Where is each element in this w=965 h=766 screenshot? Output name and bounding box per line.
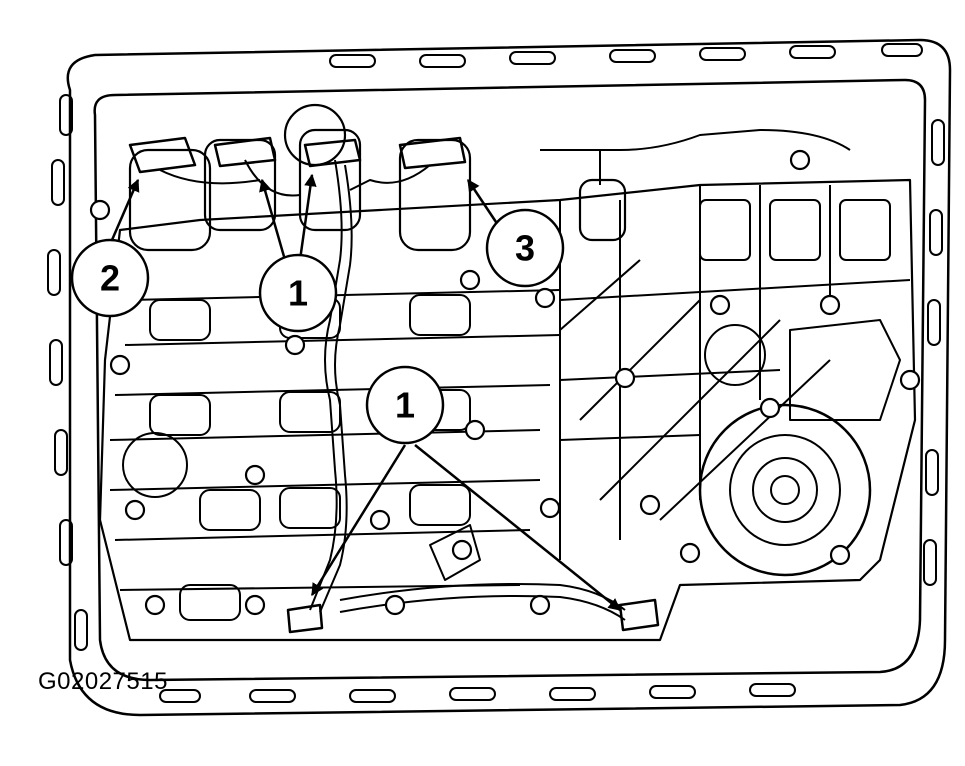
bolt [679, 542, 701, 564]
figure-code: G02027515 [38, 668, 168, 695]
accumulator-cover [698, 403, 872, 577]
bolt [534, 287, 556, 309]
callout-3-label: 3 [515, 228, 535, 269]
callout-1-bottom-label: 1 [395, 385, 415, 426]
callout-leaders [110, 173, 621, 611]
bolt [819, 294, 841, 316]
bolt [89, 199, 111, 221]
bolt [109, 354, 131, 376]
bolt [459, 269, 481, 291]
bolt [124, 499, 146, 521]
leader-1-bottom-a [310, 444, 407, 597]
bolt [244, 594, 266, 616]
bolt [284, 334, 306, 356]
valve-body-lattice [559, 185, 911, 560]
callout-1-bottom: 1 [365, 365, 445, 445]
leader-1-top-b [298, 173, 317, 261]
valve-channels [109, 289, 561, 591]
callout-2-label: 2 [100, 258, 120, 299]
bolt [709, 294, 731, 316]
callout-2: 2 [70, 238, 150, 318]
bolt [899, 369, 921, 391]
valve-body-bolts [89, 149, 921, 616]
flange-slots [47, 43, 945, 703]
servo-piston [789, 319, 901, 421]
bolt [244, 464, 266, 486]
bolt [789, 149, 811, 171]
left-accumulator [122, 432, 188, 498]
harness-bracket [429, 524, 481, 581]
callout-1-top-label: 1 [288, 273, 308, 314]
leader-3 [466, 178, 500, 226]
bolt [464, 419, 486, 441]
leader-2 [110, 178, 140, 241]
leader-1-bottom-b [414, 444, 621, 611]
bolt [369, 509, 391, 531]
bolt [759, 397, 781, 419]
leader-1-top-a [259, 178, 287, 261]
solenoid-connectors [128, 136, 660, 634]
check-ball-port [704, 324, 766, 386]
valve-body-plate [98, 178, 917, 642]
case-flange-inner [93, 78, 927, 682]
callout-1-top: 1 [258, 253, 338, 333]
bolt [144, 594, 166, 616]
bolt [614, 367, 636, 389]
bolt [639, 494, 661, 516]
bolt [829, 544, 851, 566]
case-flange-outer [66, 38, 952, 717]
bolt [539, 497, 561, 519]
bolt [384, 594, 406, 616]
callout-3: 3 [485, 208, 565, 288]
bolt [529, 594, 551, 616]
bolt [451, 539, 473, 561]
